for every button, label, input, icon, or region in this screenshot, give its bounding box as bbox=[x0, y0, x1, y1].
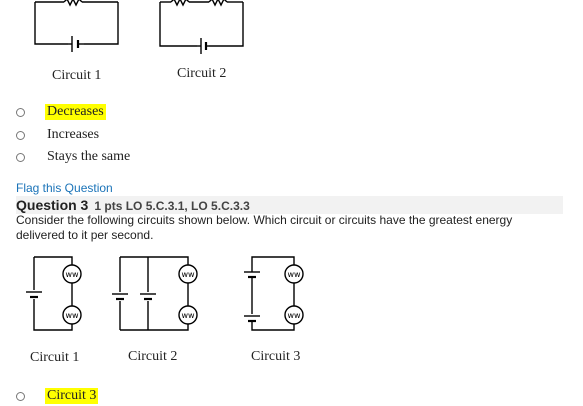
svg-text:ww: ww bbox=[287, 311, 301, 320]
question-3-header-bar bbox=[16, 196, 563, 214]
svg-text:ww: ww bbox=[287, 270, 301, 279]
radio-stays-the-same[interactable] bbox=[16, 152, 25, 162]
svg-text:ww: ww bbox=[65, 270, 79, 279]
option-label: Decreases bbox=[45, 104, 106, 120]
svg-text:ww: ww bbox=[181, 270, 195, 279]
q3-circuit-3-diagram: ww ww bbox=[244, 256, 304, 331]
q3-circuit-2-diagram: ww ww bbox=[112, 256, 198, 331]
q3-circuit-2-label: Circuit 2 bbox=[128, 349, 178, 364]
answer-option-decreases[interactable]: Decreases bbox=[16, 102, 106, 122]
svg-text:ww: ww bbox=[65, 311, 79, 320]
svg-text:ww: ww bbox=[181, 311, 195, 320]
top-circuit-2-diagram bbox=[159, 0, 244, 54]
radio-increases[interactable] bbox=[16, 130, 25, 140]
answer-option-circuit-3[interactable]: Circuit 3 bbox=[16, 386, 99, 406]
option-label: Stays the same bbox=[47, 149, 131, 164]
option-label: Increases bbox=[47, 127, 100, 142]
answer-option-increases[interactable]: Increases bbox=[16, 125, 101, 145]
q3-circuit-3-label: Circuit 3 bbox=[251, 349, 301, 364]
option-label: Circuit 3 bbox=[45, 388, 99, 404]
radio-decreases[interactable] bbox=[16, 107, 25, 117]
top-circuit-1-label: Circuit 1 bbox=[52, 68, 102, 83]
question-3-title-row: Question 3 1 pts LO 5.C.3.1, LO 5.C.3.3 bbox=[16, 197, 250, 213]
q3-circuit-1-diagram: ww ww bbox=[26, 256, 82, 331]
top-circuit-1-diagram bbox=[34, 0, 119, 52]
q3-circuit-1-label: Circuit 1 bbox=[30, 350, 80, 365]
radio-circuit-3[interactable] bbox=[16, 391, 25, 401]
top-circuit-2-label: Circuit 2 bbox=[177, 66, 227, 81]
question-3-points: 1 pts LO 5.C.3.1, LO 5.C.3.3 bbox=[94, 199, 250, 213]
flag-question-link[interactable]: Flag this Question bbox=[16, 181, 113, 195]
question-3-text: Consider the following circuits shown be… bbox=[16, 213, 513, 242]
question-3-title: Question 3 bbox=[16, 197, 89, 213]
answer-option-stays-the-same[interactable]: Stays the same bbox=[16, 147, 132, 167]
